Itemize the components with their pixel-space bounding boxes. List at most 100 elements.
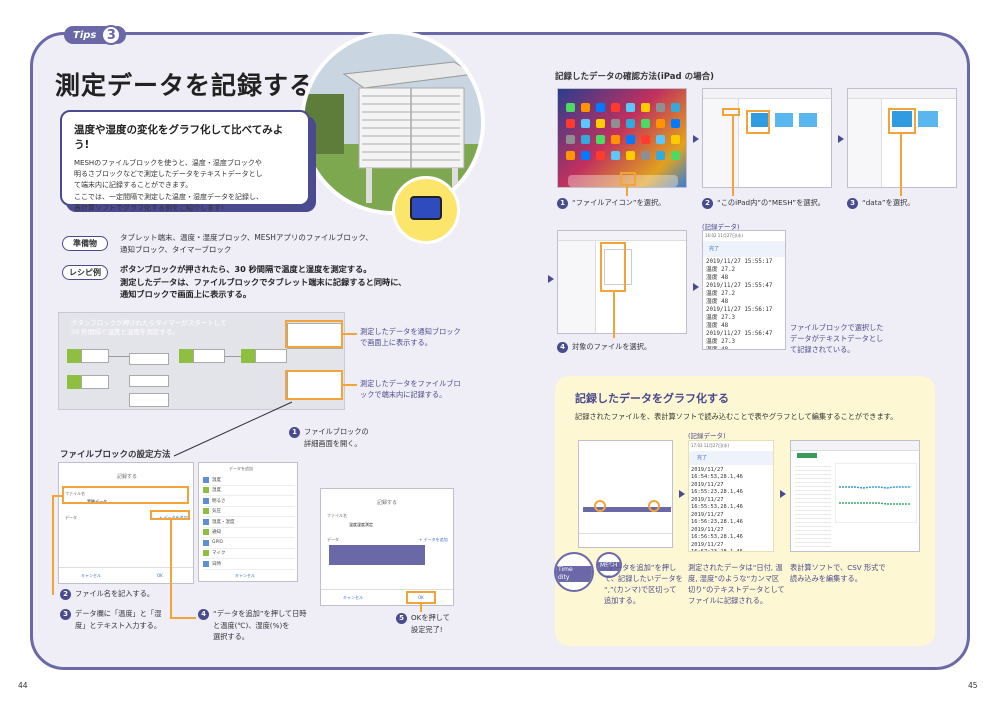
graph-record-label: (記録データ) [688,432,726,440]
add-data-item[interactable]: 湿度 [203,486,295,496]
graph-caption-1: “データを追加”を押して、記録したいデータを“,”(カンマ)で区切って追加する。 [604,563,683,606]
block-icon [203,529,209,536]
block-icon [203,476,209,483]
add-data-item[interactable]: GPIO [203,538,295,549]
block-icon [203,497,209,504]
app-icon [566,135,575,144]
csv-line: 2019/11/27 16:56:53,28.1,46 [691,526,743,541]
record-line: 温度 27.3 [706,314,736,321]
app-icon [641,103,650,112]
record-line: 温度 27.3 [706,338,736,345]
record-line: 2019/11/27 15:56:47 [706,330,773,337]
app-icon [656,135,665,144]
app-icon [641,135,650,144]
csv-line: 2019/11/27 16:55:53,28.1,46 [691,496,743,511]
intro-heading: 温度や湿度の変化をグラフ化して比べてみよう! [74,124,284,151]
app-icon [581,119,590,128]
app-icon [611,151,620,160]
add-data-item[interactable]: マイク [203,549,295,559]
record-label: (記録データ) [702,223,740,231]
app-icon [611,119,620,128]
file-block-dialog-final: 記録する ファイル名 温度湿度測定 データ + データを追加 キャンセル OK [320,488,454,606]
spreadsheet-view [790,440,920,552]
ipad-step3: 3“data”を選択。 [847,197,914,209]
record-line: 湿度 48 [706,274,729,281]
app-icon [671,119,680,128]
app-icon [626,151,635,160]
app-icon [596,103,605,112]
app-icon [581,135,590,144]
app-icon [566,119,575,128]
block-icon [203,518,209,525]
csv-line: 2019/11/27 16:55:23,28.1,46 [691,481,743,496]
app-icon [626,103,635,112]
graph-caption-3: 表計算ソフトで、CSV 形式で読み込みを編集する。 [790,563,886,584]
step4-caption: 4“データを追加”を押して日時 と温度(℃)、湿度(%)を 選択する。 [198,608,306,642]
intro-text: MESHのファイルブロックを使うと、温度・湿度ブロックや 明るさブロックなどで測… [74,159,263,212]
app-icon [671,103,680,112]
page-number-right: 45 [968,681,978,690]
add-data-dialog [578,440,673,548]
zoom-circle-left: Time dity [554,552,594,592]
add-data-item[interactable]: 明るさ [203,496,295,507]
ipad-heading: 記録したデータの確認方法(iPad の場合) [555,72,714,82]
files-app-file [557,230,687,334]
graph-subtext: 記録されたファイルを、表計算ソフトで読み込むことで表やグラフとして編集することが… [575,412,898,421]
weather-shelter-photo [300,30,485,215]
block-icon [203,508,209,515]
graph-heading: 記録したデータをグラフ化する [575,392,729,405]
files-app-mesh [702,88,832,188]
app-icon [581,151,590,160]
recipe-text: ボタンブロックが押されたら、30 秒間隔で温度と湿度を測定する。測定したデータは… [120,264,407,300]
app-icon [596,119,605,128]
record-line: 温度 27.2 [706,266,736,273]
app-icon [671,151,680,160]
record-line: 2019/11/27 15:56:17 [706,306,773,313]
app-icon [656,151,665,160]
page-number-left: 44 [18,681,28,690]
app-icon [641,119,650,128]
settings-heading: ファイルブロックの設定方法 [60,450,171,460]
csv-line: 2019/11/27 16:57:23,28.1,46 [691,541,743,552]
app-icon [566,151,575,160]
ipad-step1: 1“ファイルアイコン”を選択。 [557,197,665,209]
record-line: 温度 27.2 [706,290,736,297]
app-icon [581,103,590,112]
add-data-item[interactable]: 日時 [203,559,295,570]
intro-box: 温度や湿度の変化をグラフ化して比べてみよう! MESHのファイルブロックを使うと… [60,110,310,212]
file-caption: 測定したデータをファイルブロックで端末内に記録する。 [360,379,461,400]
record-line: 2019/11/27 15:55:17 [706,259,773,265]
add-data-item[interactable]: 温度 [203,475,295,486]
tips-label: Tips [73,29,97,41]
add-data-item[interactable]: 気圧 [203,507,295,517]
notify-caption: 測定したデータを通知ブロックで画面上に表示する。 [360,327,461,348]
record-line: 湿度 48 [706,322,729,329]
csv-record-view: 17:03 11月27日(水) 完了 2019/11/27 16:54:53,2… [688,440,774,552]
record-line: 湿度 48 [706,298,729,305]
files-app-data [847,88,957,188]
ipad-step2: 2“このiPad内”の“MESH”を選択。 [702,197,825,209]
graph-caption-2: 測定されたデータは“日付, 温度, 湿度”のような“カンマ区切り”のテキストデー… [688,563,785,606]
app-icon [626,119,635,128]
app-icon [656,119,665,128]
tips-tag: Tips 3 [64,25,126,45]
page-title: 測定データを記録する [55,71,316,100]
app-icon [596,135,605,144]
add-data-item[interactable]: 温度・湿度 [203,517,295,528]
block-icon [203,550,209,557]
mesh-block-icon [410,196,442,220]
csv-line: 2019/11/27 16:56:23,28.1,46 [691,511,743,526]
app-icon [641,151,650,160]
tips-number: 3 [101,25,122,45]
add-data-item[interactable]: 通知 [203,528,295,538]
app-icon [671,135,680,144]
app-icon [656,103,665,112]
